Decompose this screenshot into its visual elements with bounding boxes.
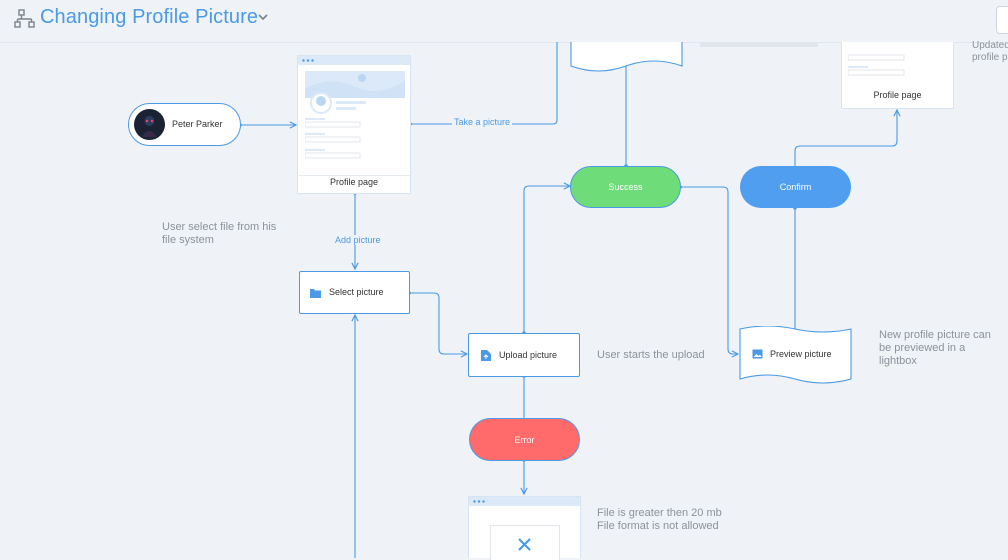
window-bar (469, 497, 580, 506)
success-node[interactable]: Success (570, 166, 681, 208)
select-picture-label: Select picture (329, 287, 384, 297)
actor-node[interactable]: Peter Parker (128, 103, 241, 146)
page-title[interactable]: Changing Profile Picture (40, 6, 259, 28)
profile-page-screen-updated[interactable]: Profile page (841, 42, 954, 109)
error-screen[interactable] (468, 496, 581, 560)
edge-confirm-profile (794, 110, 897, 166)
error-dialog (490, 525, 560, 560)
error-node[interactable]: Error (469, 418, 580, 461)
confirm-node[interactable]: Confirm (740, 166, 851, 208)
edge-select-upload (409, 292, 467, 354)
profile-mockup-icon (305, 71, 405, 159)
window-dots-icon (302, 59, 314, 62)
confirm-label: Confirm (779, 182, 812, 192)
upload-picture-node[interactable]: Upload picture (468, 333, 580, 377)
take-picture-document (570, 42, 683, 72)
window-dots-icon (473, 500, 485, 503)
profile-page-caption-updated: Profile page (873, 90, 922, 100)
edge-upload-success (523, 186, 570, 333)
toolbar-button[interactable] (996, 6, 1008, 34)
folder-icon (310, 289, 321, 298)
take-picture-edge-label: Take a picture (452, 117, 513, 127)
error-label: Error (514, 434, 535, 445)
chevron-down-icon[interactable] (257, 12, 269, 22)
actor-name: Peter Parker (172, 119, 223, 129)
edge-success-preview (680, 186, 738, 354)
flow-diagram-icon (14, 9, 35, 28)
form-mockup-icon (848, 54, 905, 76)
image-icon (752, 349, 763, 359)
window-bar (298, 56, 410, 65)
profile-page-screen[interactable]: Profile page (297, 55, 411, 194)
edge-take-picture (410, 42, 558, 125)
close-icon (518, 538, 531, 551)
select-picture-node[interactable]: Select picture (299, 271, 410, 314)
avatar (134, 109, 165, 140)
upload-icon (481, 350, 491, 361)
profile-page-caption: Profile page (298, 175, 410, 187)
note-starts-upload: User starts the upload (597, 349, 705, 361)
upload-picture-label: Upload picture (499, 350, 558, 360)
success-label: Success (608, 182, 643, 192)
preview-picture-node[interactable] (739, 326, 852, 386)
preview-picture-label: Preview picture (770, 349, 832, 359)
add-picture-edge-label: Add picture (333, 235, 383, 245)
diagram-header: Changing Profile Picture (0, 0, 1008, 43)
